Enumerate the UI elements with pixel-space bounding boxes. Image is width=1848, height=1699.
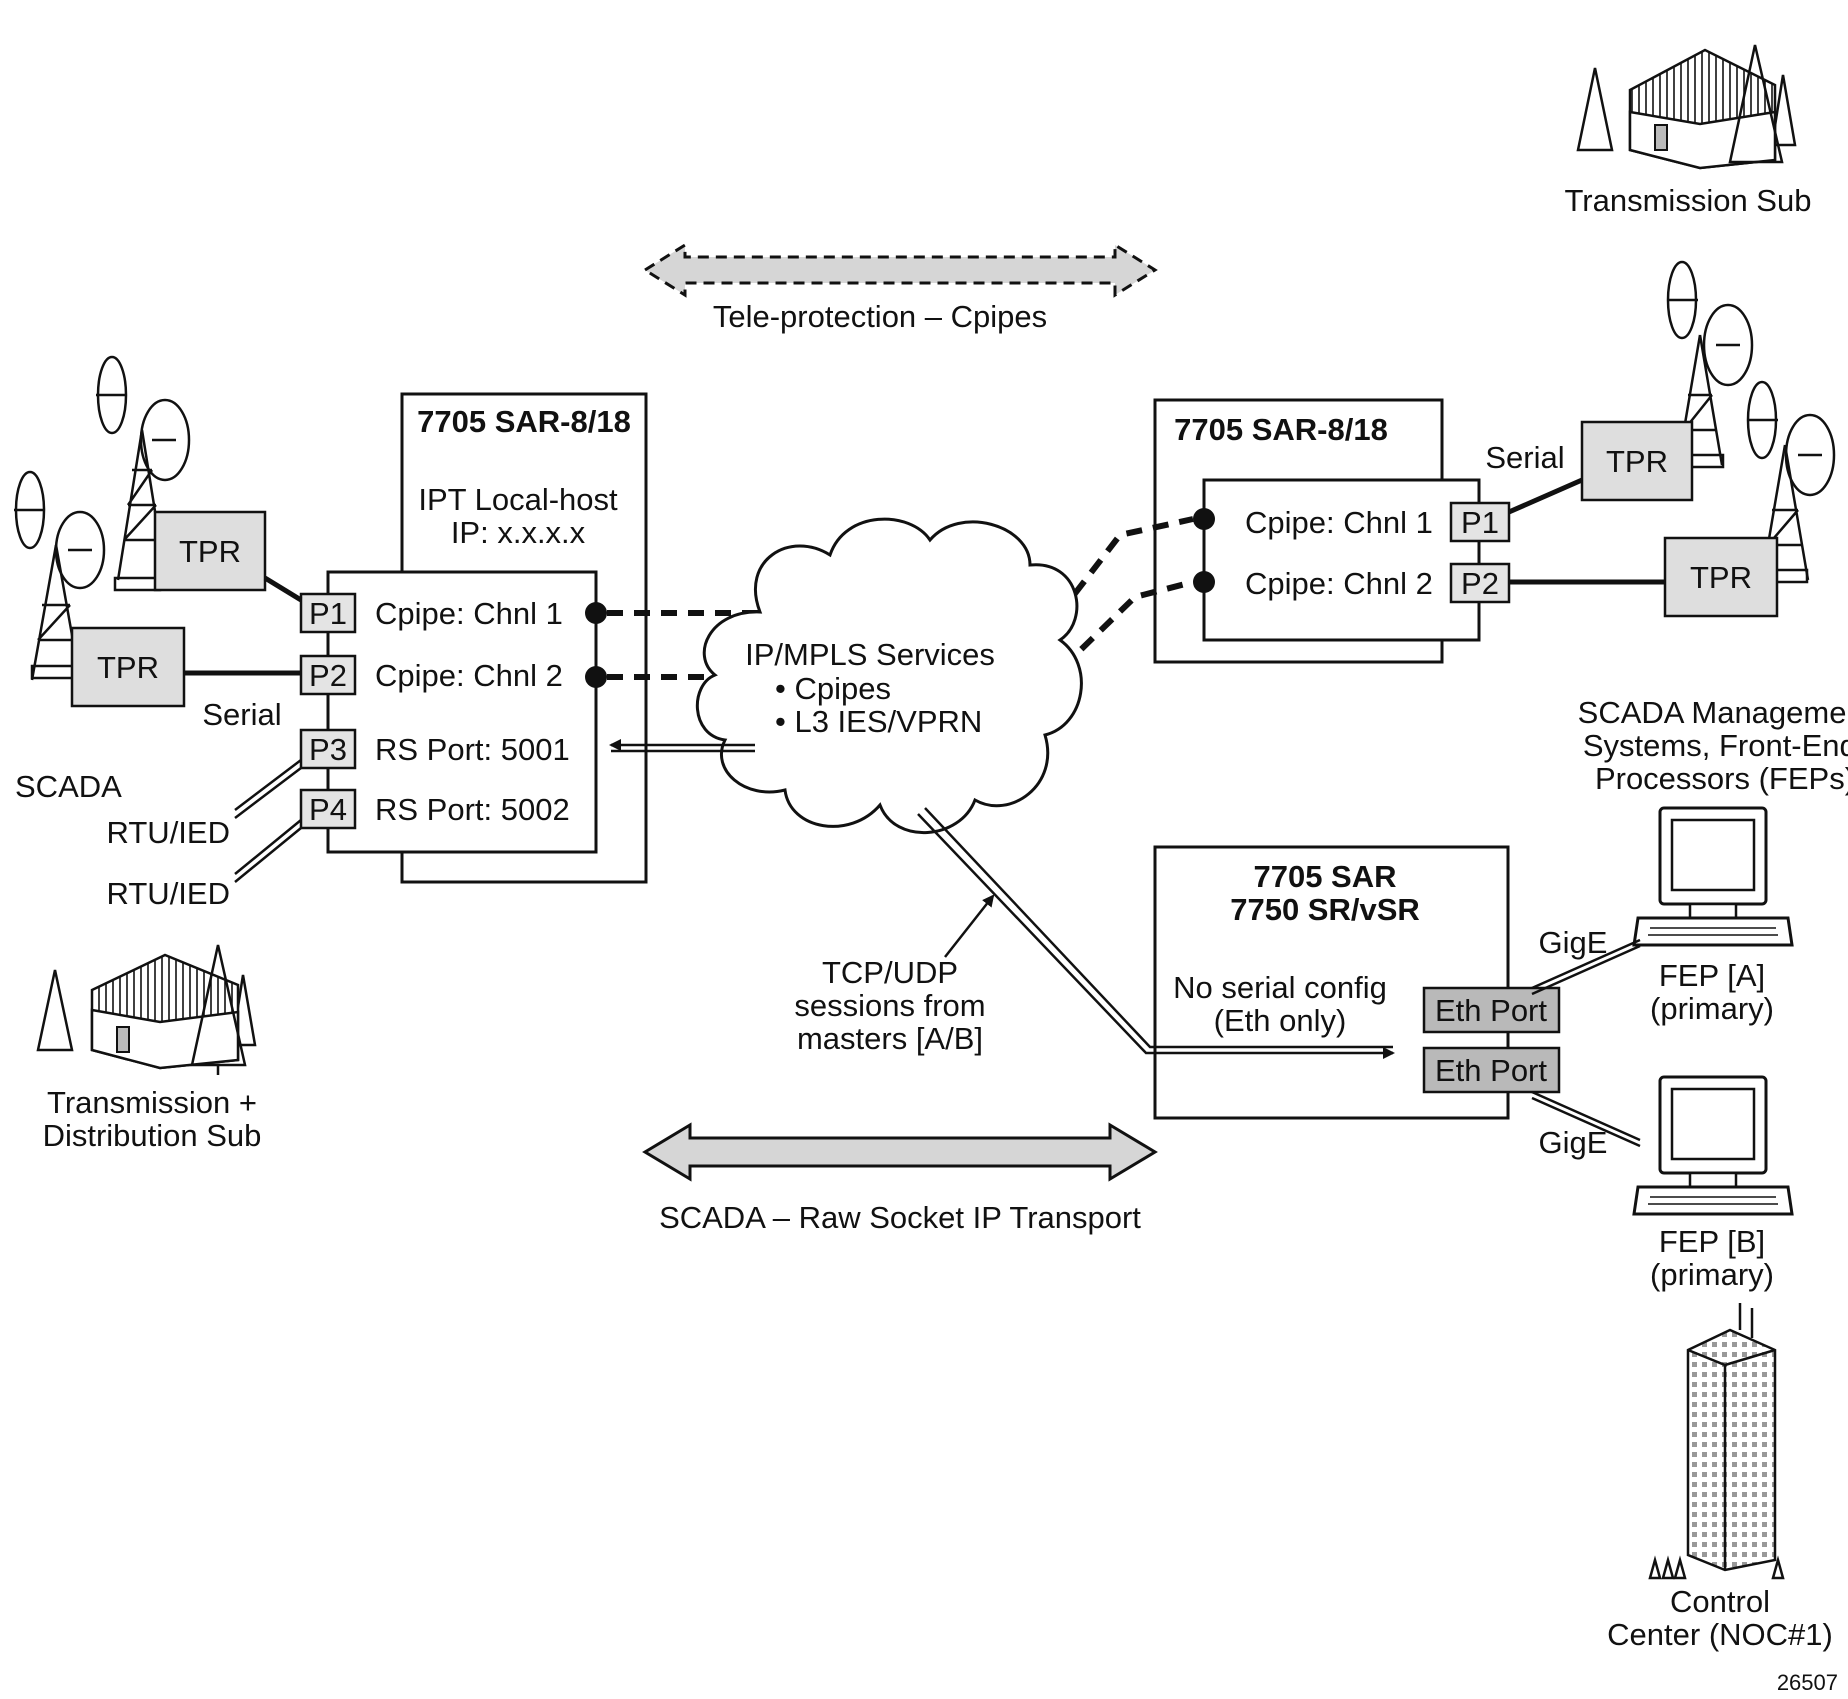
right-cpipe1-endpoint — [1193, 508, 1215, 530]
rtu-label-1: RTU/IED — [107, 815, 230, 850]
fep-b-label-2: (primary) — [1650, 1257, 1774, 1292]
left-sar-card — [326, 570, 598, 854]
right-serial-label: Serial — [1485, 440, 1564, 475]
left-sar-title: 7705 SAR-8/18 — [417, 404, 631, 439]
right-port-p1[interactable] — [1449, 501, 1511, 543]
right-port-p2-id: P2 — [1461, 566, 1499, 601]
control-center-label-1: Control — [1670, 1584, 1770, 1619]
fep-a-label-2: (primary) — [1650, 991, 1774, 1026]
rtu-link-2 — [234, 819, 302, 883]
left-substation-label-1: Transmission + — [47, 1085, 257, 1120]
eth-port-2-label: Eth Port — [1435, 1053, 1547, 1088]
left-port-p4-id: P4 — [309, 792, 347, 827]
scada-label: SCADA — [15, 769, 122, 804]
left-port-p4[interactable] — [299, 788, 357, 830]
master-router-title2: 7750 SR/vSR — [1230, 892, 1420, 927]
diagram-id: 26507 — [1777, 1670, 1838, 1695]
left-cpipe2-endpoint — [585, 666, 607, 688]
left-substation-icon — [36, 944, 257, 1075]
right-tpr-2-label: TPR — [1690, 560, 1752, 595]
eth-port-2[interactable] — [1422, 1046, 1561, 1094]
right-port-p1-label: Cpipe: Chnl 1 — [1245, 505, 1433, 540]
session-label-2: sessions from — [794, 988, 985, 1023]
scada-transport-arrow — [642, 1122, 1158, 1182]
left-port-p1-id: P1 — [309, 596, 347, 631]
session-label-3: masters [A/B] — [797, 1021, 983, 1056]
gige-label-b: GigE — [1539, 1125, 1608, 1160]
left-sar-host-ip: IP: x.x.x.x — [451, 515, 586, 550]
left-port-p4-label: RS Port: 5002 — [375, 792, 570, 827]
left-port-p3[interactable] — [299, 728, 357, 770]
left-port-p3-label: RS Port: 5001 — [375, 732, 570, 767]
left-tpr-2-label: TPR — [97, 650, 159, 685]
left-port-p2-label: Cpipe: Chnl 2 — [375, 658, 563, 693]
management-label-3: Processors (FEPs) — [1595, 761, 1848, 796]
scada-transport-label: SCADA – Raw Socket IP Transport — [659, 1200, 1141, 1235]
left-tower-lower — [14, 470, 106, 681]
left-port-p3-id: P3 — [309, 732, 347, 767]
left-port-p1[interactable] — [299, 592, 357, 634]
fep-b-workstation-icon[interactable] — [1632, 1075, 1794, 1216]
left-serial-label: Serial — [202, 697, 281, 732]
fep-b-label-1: FEP [B] — [1659, 1224, 1765, 1259]
cloud-item-l3: • L3 IES/VPRN — [775, 704, 982, 739]
gige-label-a: GigE — [1539, 925, 1608, 960]
left-cpipe1-endpoint — [585, 602, 607, 624]
session-arrow-to-master — [917, 813, 1395, 1059]
cloud-item-cpipes: • Cpipes — [775, 671, 891, 706]
left-port-p2[interactable] — [299, 654, 357, 696]
session-line-master — [924, 807, 1393, 1049]
session-label-1: TCP/UDP — [822, 955, 958, 990]
management-label-1: SCADA Management — [1578, 695, 1848, 730]
left-tpr-2[interactable] — [70, 626, 186, 708]
right-tower-upper — [1666, 260, 1754, 469]
session-pointer — [944, 894, 995, 958]
right-tpr-2[interactable] — [1663, 536, 1779, 618]
teleprotection-label: Tele-protection – Cpipes — [713, 299, 1047, 334]
rtu-link-1 — [234, 759, 302, 819]
right-port-p2[interactable] — [1449, 562, 1511, 604]
left-tower-upper — [96, 355, 191, 592]
fep-a-workstation-icon[interactable] — [1632, 806, 1794, 947]
master-router-note2: (Eth only) — [1214, 1003, 1347, 1038]
left-port-p2-id: P2 — [309, 658, 347, 693]
teleprotection-arrow — [642, 242, 1158, 298]
right-sar-card — [1202, 478, 1481, 642]
right-serial-link-1 — [1507, 477, 1584, 515]
right-port-p2-label: Cpipe: Chnl 2 — [1245, 566, 1433, 601]
cloud-title: IP/MPLS Services — [745, 637, 995, 672]
gige-link-b — [1531, 1090, 1641, 1148]
master-router-note1: No serial config — [1173, 970, 1387, 1005]
control-center-label-2: Center (NOC#1) — [1607, 1617, 1833, 1652]
eth-port-1-label: Eth Port — [1435, 993, 1547, 1028]
left-tpr-1-label: TPR — [179, 534, 241, 569]
right-substation-icon — [1576, 44, 1797, 170]
master-router-title1: 7705 SAR — [1253, 859, 1396, 894]
right-tpr-1-label: TPR — [1606, 444, 1668, 479]
cpipe-link-right-2 — [1059, 579, 1194, 671]
left-port-p1-label: Cpipe: Chnl 1 — [375, 596, 563, 631]
left-substation-label-2: Distribution Sub — [43, 1118, 262, 1153]
right-tpr-1[interactable] — [1580, 420, 1694, 502]
control-center-building-icon — [1648, 1303, 1785, 1580]
rtu-label-2: RTU/IED — [107, 876, 230, 911]
management-label-2: Systems, Front-End- — [1583, 728, 1848, 763]
gige-link-a — [1531, 938, 1641, 996]
right-port-p1-id: P1 — [1461, 505, 1499, 540]
ip-mpls-cloud — [695, 517, 1083, 835]
eth-port-1[interactable] — [1422, 986, 1561, 1034]
right-tower-lower — [1746, 380, 1836, 584]
right-sar-title: 7705 SAR-8/18 — [1174, 412, 1388, 447]
left-tpr-1[interactable] — [153, 510, 267, 592]
left-sar-host-name: IPT Local-host — [418, 482, 618, 517]
fep-a-label-1: FEP [A] — [1659, 958, 1765, 993]
right-cpipe2-endpoint — [1193, 571, 1215, 593]
left-serial-link-1 — [263, 575, 303, 603]
right-substation-label: Transmission Sub — [1565, 183, 1812, 218]
